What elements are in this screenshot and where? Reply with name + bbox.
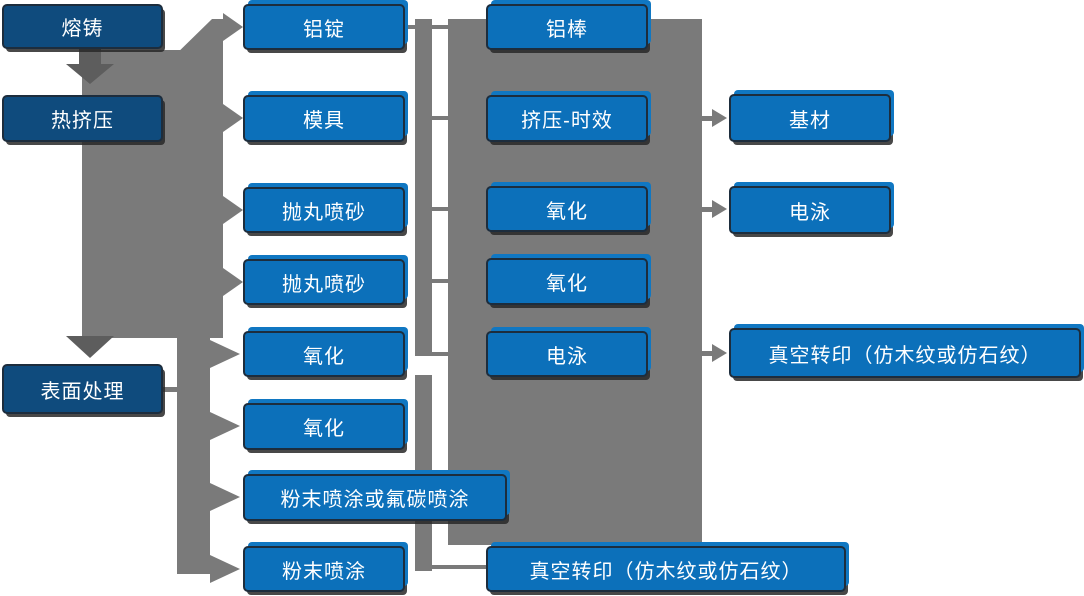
right-arrows [702, 109, 727, 362]
node-aluminum-rod: 铝棒 [486, 4, 648, 50]
node-surface-treatment: 表面处理 [2, 364, 163, 414]
node-aluminum-ingot: 铝锭 [243, 4, 405, 50]
node-oxidation-col3-2: 氧化 [486, 258, 648, 305]
node-mold: 模具 [243, 95, 405, 142]
node-shot-blasting-2: 抛丸喷砂 [243, 259, 405, 305]
stage-down-arrows [66, 46, 114, 358]
node-electrophoresis-col3: 电泳 [486, 331, 648, 377]
node-oxidation-col3-1: 氧化 [486, 186, 648, 232]
node-vacuum-transfer-right: 真空转印（仿木纹或仿石纹） [729, 328, 1081, 378]
node-substrate: 基材 [729, 94, 891, 142]
node-powder-coating: 粉末喷涂 [243, 546, 405, 592]
node-extrusion-aging: 挤压-时效 [486, 95, 648, 142]
middle-bus-bar [406, 19, 486, 571]
node-oxidation-col2-1: 氧化 [243, 331, 405, 377]
node-oxidation-col2-2: 氧化 [243, 403, 405, 450]
node-powder-or-fluorocarbon-coating: 粉末喷涂或氟碳喷涂 [243, 474, 507, 521]
node-shot-blasting-1: 抛丸喷砂 [243, 187, 405, 233]
node-melting-casting: 熔铸 [2, 4, 163, 49]
node-vacuum-transfer-bottom: 真空转印（仿木纹或仿石纹） [486, 546, 846, 592]
node-electrophoresis-col4: 电泳 [729, 186, 891, 234]
node-hot-extrusion: 热挤压 [2, 95, 163, 142]
